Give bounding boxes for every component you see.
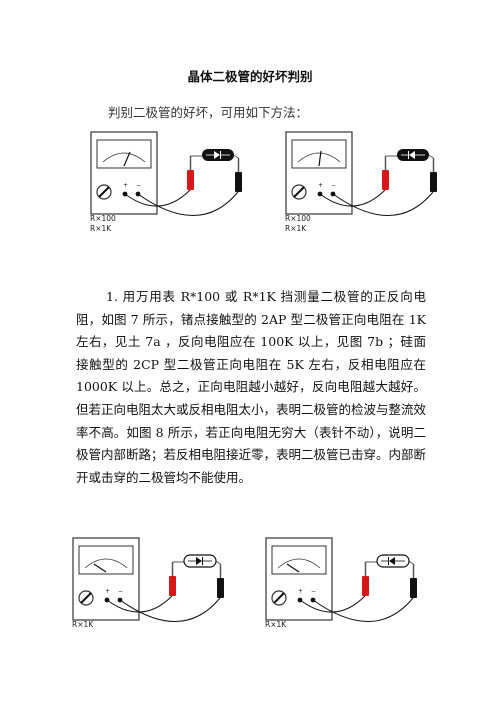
figure-8b: + − R×1K	[265, 536, 435, 636]
red-probe	[187, 170, 194, 190]
multimeter-diagram: + −	[285, 131, 437, 216]
diode-icon	[397, 149, 429, 161]
range-label-1: R×100	[285, 214, 311, 223]
red-lead-wire	[299, 595, 366, 613]
plus-sign: +	[123, 182, 128, 189]
plus-sign: +	[318, 182, 323, 189]
meter-dial	[271, 545, 327, 575]
meter-needle	[93, 563, 107, 573]
red-probe	[169, 576, 176, 596]
diode-icon	[202, 149, 234, 161]
red-lead-wire	[124, 189, 191, 207]
plus-sign: +	[298, 588, 303, 595]
range-label-2: R×1K	[90, 224, 112, 233]
diode-icon	[183, 554, 217, 568]
black-probe	[410, 578, 417, 598]
minus-sign: −	[311, 588, 316, 595]
multimeter-diagram: + −	[72, 537, 224, 622]
minus-sign: −	[118, 588, 123, 595]
document-title: 晶体二极管的好坏判别	[187, 69, 313, 84]
black-probe	[217, 578, 224, 598]
intro-text: 判别二极管的好坏，可用如下方法：	[108, 105, 309, 120]
red-probe	[362, 576, 369, 596]
plus-sign: +	[105, 588, 110, 595]
meter-dial	[96, 139, 152, 169]
meter-dial	[78, 545, 134, 575]
red-probe	[382, 170, 389, 190]
multimeter-diagram: + −	[265, 537, 417, 622]
red-lead-wire	[319, 189, 386, 207]
black-lead-wire	[312, 597, 414, 622]
minus-sign: −	[331, 182, 336, 189]
black-probe	[235, 172, 242, 192]
range-label-1: R×1K	[72, 620, 94, 629]
black-lead-wire	[119, 597, 221, 622]
black-probe	[430, 172, 437, 192]
figure-8a: + − R×1K	[72, 536, 242, 636]
range-label-1: R×1K	[265, 620, 287, 629]
red-lead-wire	[106, 595, 173, 613]
minus-sign: −	[136, 182, 141, 189]
black-lead-wire	[137, 191, 239, 216]
figure-7a: + − R×100 R×1K	[90, 130, 260, 240]
body-paragraph: 1. 用万用表 R*100 或 R*1K 挡测量二极管的正反向电阻，如图 7 所…	[76, 289, 427, 485]
figure-7b: + − R×100 R×1K	[285, 130, 455, 240]
diode-icon	[376, 554, 410, 568]
range-label-2: R×1K	[285, 224, 307, 233]
meter-needle	[123, 151, 131, 167]
meter-needle	[318, 150, 322, 167]
range-label-1: R×100	[90, 214, 116, 223]
black-lead-wire	[332, 191, 434, 216]
meter-needle	[286, 563, 300, 573]
multimeter-diagram: + −	[90, 131, 242, 216]
